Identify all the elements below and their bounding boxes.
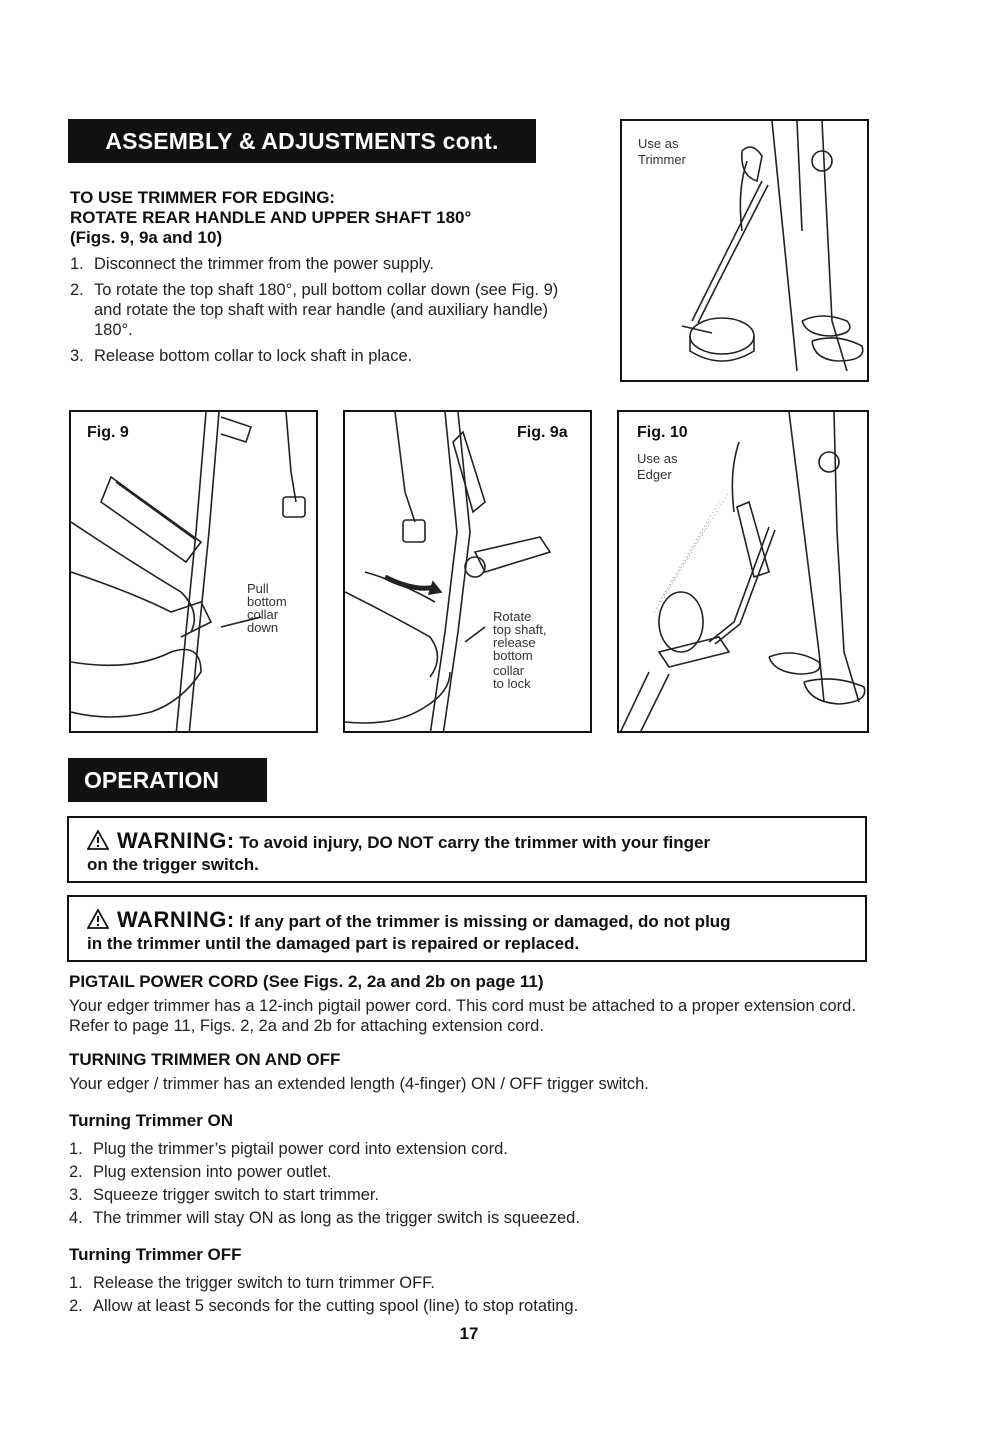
fig-9a-callout-2: top shaft, (493, 622, 547, 637)
fig-9a: Fig. 9a Rotate top shaft, release bottom… (343, 410, 592, 733)
fig-9-callout-4: down (247, 620, 279, 635)
fig-10-label: Fig. 10 (637, 424, 688, 441)
turn-on-section: Turning Trimmer ON 1. Plug the trimmer’s… (69, 1111, 889, 1228)
warning-2-word: WARNING: (117, 907, 235, 932)
edging-step-3: 3. Release bottom collar to lock shaft i… (70, 347, 413, 365)
turn-on-step-2: 2. Plug extension into power outlet. (69, 1163, 332, 1181)
fig-10: Fig. 10 Use as Edger (617, 410, 869, 733)
turn-on-step-1: 1. Plug the trimmer’s pigtail power cord… (69, 1140, 508, 1158)
onoff-heading: TURNING TRIMMER ON AND OFF (69, 1050, 341, 1069)
fig-9a-callout-6: to lock (493, 676, 531, 691)
fig-9-callout-2: bottom (247, 594, 287, 609)
fig-9a-callout-3: release (493, 635, 536, 650)
edging-heading-2: ROTATE REAR HANDLE AND UPPER SHAFT 180° (70, 208, 472, 227)
assembly-banner-text: ASSEMBLY & ADJUSTMENTS cont. (105, 127, 499, 154)
warning-1-text-line-2: on the trigger switch. (87, 855, 259, 874)
edging-step-2: 2. To rotate the top shaft 180°, pull bo… (70, 281, 559, 339)
fig-9a-callout-4: bottom (493, 648, 533, 663)
fig-10-caption-line-2: Edger (637, 467, 672, 482)
fig-9a-callout-1: Rotate (493, 609, 532, 624)
fig-9-illustration (71, 412, 306, 731)
page-number: 17 (459, 1324, 479, 1343)
warning-1-icon (86, 829, 110, 855)
edging-section: TO USE TRIMMER FOR EDGING: ROTATE REAR H… (70, 188, 605, 366)
warning-1-word: WARNING: (117, 828, 235, 853)
warning-2-text-line-2: in the trimmer until the damaged part is… (87, 934, 580, 953)
trimmer-caption-line-1: Use as (638, 136, 679, 151)
pigtail-body: Your edger trimmer has a 12-inch pigtail… (69, 997, 856, 1035)
fig-9a-callout-5: collar (493, 663, 525, 678)
operation-banner: OPERATION (68, 758, 267, 802)
trimmer-illustration (681, 121, 864, 372)
turn-on-step-4: 4. The trimmer will stay ON as long as t… (69, 1209, 580, 1227)
fig-9: Fig. 9 Pull bottom collar down (69, 410, 318, 733)
edging-step-1: 1. Disconnect the trimmer from the power… (70, 255, 434, 273)
assembly-banner: ASSEMBLY & ADJUSTMENTS cont. (68, 119, 536, 163)
turn-off-heading: Turning Trimmer OFF (69, 1245, 242, 1264)
operation-banner-text: OPERATION (84, 766, 220, 793)
fig-9a-illustration (345, 412, 552, 731)
pigtail-heading: PIGTAIL POWER CORD (See Figs. 2, 2a and … (69, 972, 544, 991)
warning-2-text-line-1: If any part of the trimmer is missing or… (239, 912, 731, 931)
warning-2-icon (86, 908, 110, 934)
pigtail-section: PIGTAIL POWER CORD (See Figs. 2, 2a and … (69, 972, 889, 1036)
warning-1-text-line-1: To avoid injury, DO NOT carry the trimme… (239, 833, 711, 852)
trimmer-figure: Use as Trimmer (620, 119, 869, 382)
warning-box-2: WARNING: If any part of the trimmer is m… (67, 895, 867, 962)
turn-off-step-1: 1. Release the trigger switch to turn tr… (69, 1274, 436, 1292)
turn-on-heading: Turning Trimmer ON (69, 1111, 234, 1130)
fig-9-callout-1: Pull (247, 581, 269, 596)
onoff-body: Your edger / trimmer has an extended len… (69, 1075, 649, 1093)
onoff-section: TURNING TRIMMER ON AND OFF Your edger / … (69, 1050, 889, 1094)
turn-off-step-2: 2. Allow at least 5 seconds for the cutt… (69, 1297, 579, 1315)
fig-10-illustration (620, 412, 866, 731)
fig-9-label: Fig. 9 (87, 424, 129, 441)
edging-heading-1: TO USE TRIMMER FOR EDGING: (70, 188, 336, 207)
turn-on-step-3: 3. Squeeze trigger switch to start trimm… (69, 1186, 380, 1204)
fig-9a-label: Fig. 9a (517, 424, 568, 441)
trimmer-caption-line-2: Trimmer (638, 152, 686, 167)
fig-10-caption-line-1: Use as (637, 451, 678, 466)
warning-box-1: WARNING: To avoid injury, DO NOT carry t… (67, 816, 867, 883)
turn-off-section: Turning Trimmer OFF 1. Release the trigg… (69, 1245, 889, 1316)
edging-heading-3: (Figs. 9, 9a and 10) (70, 228, 223, 247)
fig-9-callout-3: collar (247, 607, 279, 622)
